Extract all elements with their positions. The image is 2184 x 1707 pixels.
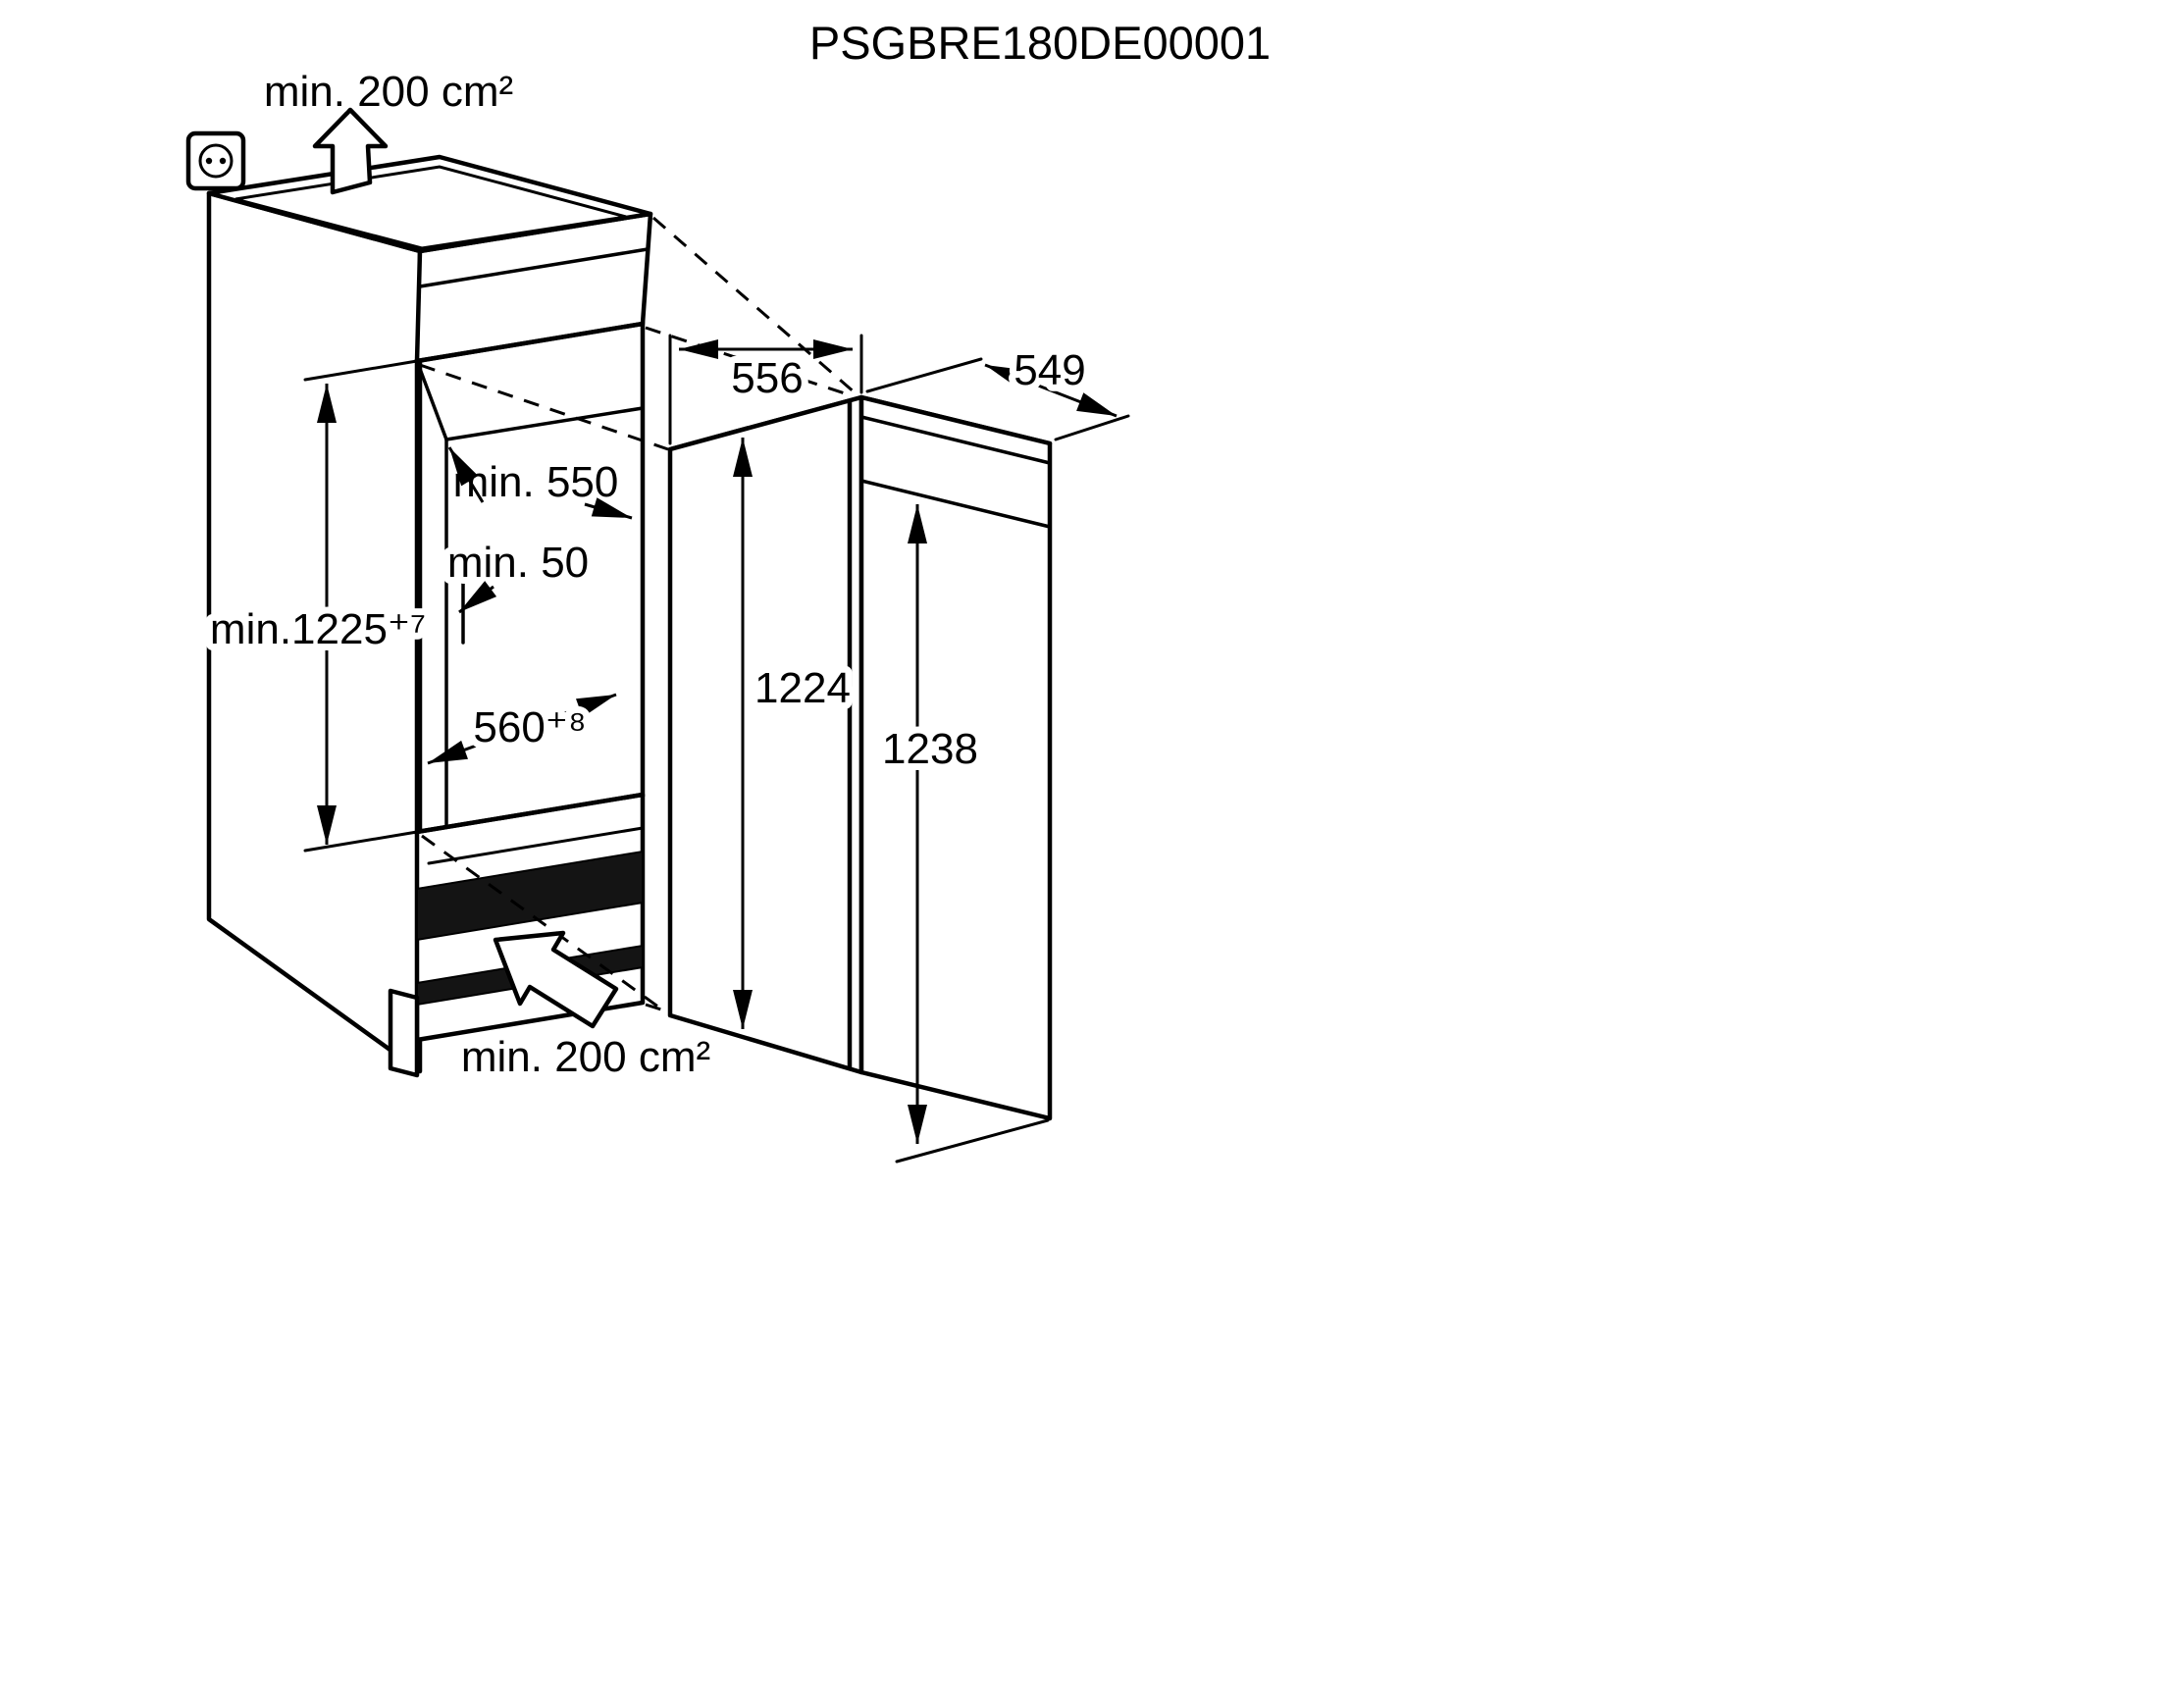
ventilation-group: min. 200 cm² min. 200 cm²: [257, 61, 717, 1088]
appliance-dimensions-group: 556 549 1224 1238: [668, 334, 1130, 1164]
door-top-edge-line-1: [859, 415, 1052, 465]
appliance-height-label: 1224: [754, 664, 851, 712]
dim-rear-gap-leader: [458, 581, 497, 614]
product-code: PSGBRE180DE00001: [809, 17, 1271, 69]
dim-depth-arrow-back: [1050, 388, 1118, 418]
appliance-side-face: [858, 394, 1053, 1121]
dim-depth-ext-back: [1054, 414, 1130, 441]
dim-depth-arrow-front: [984, 363, 1052, 392]
bottom-vent-label: min. 200 cm²: [461, 1033, 710, 1081]
dim-niche-height-ext-bottom: [303, 830, 419, 853]
projection-line-bottom-left: [421, 834, 667, 1014]
dim-niche-depth-leader-left: [447, 446, 485, 503]
top-vent-label: min. 200 cm²: [264, 68, 513, 116]
socket-plate: [185, 130, 246, 191]
socket-pin-hole-left: [205, 157, 213, 165]
appliance-group: [667, 394, 1053, 1121]
niche-floor-edge-line: [427, 826, 645, 865]
socket-pin-hole-right: [219, 157, 227, 165]
dim-niche-width-arrow-right: [521, 693, 617, 731]
niche-back-wall-top-edge-line: [444, 406, 645, 441]
niche-width-label: 560⁺⁸: [473, 703, 586, 751]
dim-niche-height-ext-top: [303, 359, 419, 382]
door-top-edge-line-2: [859, 479, 1052, 529]
niche-height-label: min.1225⁺⁷: [210, 605, 426, 653]
vent-grille-upper-band: [416, 850, 644, 942]
socket-round-recess: [198, 143, 234, 179]
dim-niche-width-arrow-left: [427, 727, 523, 765]
airflow-arrow-bottom-icon: [493, 930, 619, 1029]
appliance-width-label: 556: [731, 354, 803, 402]
power-socket-icon: [185, 130, 246, 191]
niche-opening-outline: [414, 321, 646, 835]
niche-depth-label: min. 550: [453, 458, 619, 506]
projection-line-top-right: [645, 326, 855, 398]
projection-line-top-outer: [652, 216, 857, 395]
door-height-label: 1238: [882, 725, 978, 773]
cabinet-group: [206, 154, 653, 1078]
appliance-depth-label: 549: [1014, 346, 1085, 394]
airflow-arrow-top-icon: [312, 107, 389, 195]
worktop-slab-edge-line: [418, 247, 650, 288]
niche-ceiling-edge-line: [415, 359, 448, 441]
dim-door-height-ext-bottom: [895, 1118, 1050, 1164]
plinth-foot: [388, 988, 420, 1078]
rear-gap-label: min. 50: [447, 539, 589, 587]
dim-depth-ext-front: [865, 357, 983, 393]
appliance-front-face: [667, 394, 864, 1075]
dim-niche-depth-leader-right: [584, 497, 633, 520]
cabinet-dimensions-group: min.1225⁺⁷ 560⁺⁸ min. 550 min. 50: [203, 359, 633, 853]
